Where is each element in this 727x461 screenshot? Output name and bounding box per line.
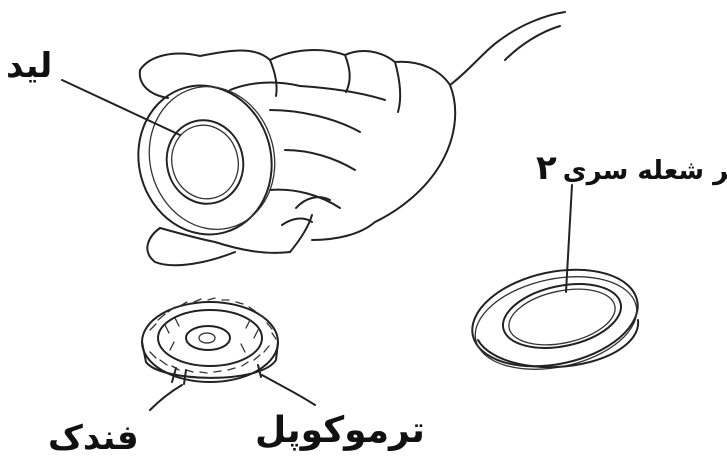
hand-illustration (140, 12, 565, 265)
lid-disc (122, 70, 291, 249)
igniter-leader-line (150, 385, 182, 410)
lid-label: لید (6, 46, 52, 86)
igniter-label: فندک (48, 418, 139, 458)
burner-cap-leader-line (566, 185, 572, 292)
burner-cap-label: سر شعله سری۲ (536, 148, 727, 188)
burner-cap-disc (463, 256, 646, 384)
burner-head (142, 298, 278, 384)
thermocouple-leader-line (262, 375, 315, 405)
burner-cap-number: ۲ (536, 148, 557, 188)
thermocouple-label: ترموکوپل (255, 410, 425, 451)
lid-leader-line (62, 80, 180, 135)
burner-cap-label-text: سر شعله سری (563, 156, 727, 186)
